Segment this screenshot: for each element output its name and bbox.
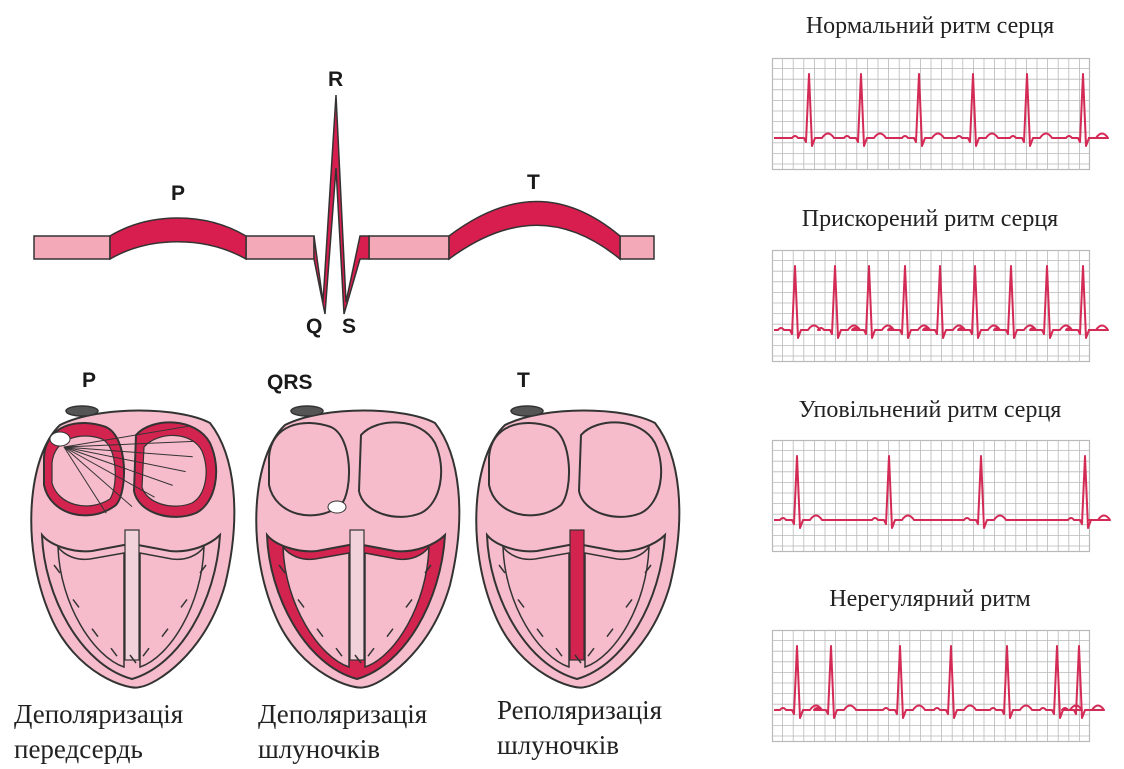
ventricular-depolarization-heart-icon xyxy=(245,395,475,695)
atrial-depolarization-heart-icon xyxy=(20,395,250,695)
t-wave-label: T xyxy=(527,172,540,193)
ecg-strip-normal xyxy=(772,58,1090,170)
ecg-strip-fast xyxy=(772,250,1090,362)
rhythm-title-slow: Уповільнений ритм серця xyxy=(736,398,1124,422)
ventricular-repolarization-heart-icon xyxy=(465,395,695,695)
heart-label-qrs: QRS xyxy=(267,372,313,393)
right-atrium xyxy=(579,422,661,517)
q-point-label: Q xyxy=(306,316,322,337)
ecg-strip-irregular xyxy=(772,630,1090,742)
aorta xyxy=(66,406,98,416)
sa-node xyxy=(50,432,70,446)
p-wave xyxy=(110,218,246,259)
aorta xyxy=(291,406,323,416)
p-wave-label: P xyxy=(171,183,185,204)
septum xyxy=(125,530,139,660)
t-wave xyxy=(449,202,620,260)
aorta xyxy=(511,406,543,416)
qrs-complex xyxy=(314,95,369,314)
ecg-strip-slow xyxy=(772,440,1090,552)
s-point-label: S xyxy=(342,316,356,337)
heart-label-t: T xyxy=(517,370,530,391)
left-atrium xyxy=(489,423,569,515)
heart-label-p: P xyxy=(82,370,96,391)
rhythm-title-normal: Нормальний ритм серця xyxy=(736,14,1124,38)
rhythm-title-irregular: Нерегулярний ритм xyxy=(736,587,1124,611)
right-atrium xyxy=(359,422,441,517)
septum xyxy=(570,530,584,660)
av-node xyxy=(328,501,346,513)
rhythm-title-fast: Прискорений ритм серця xyxy=(736,207,1124,231)
septum xyxy=(350,530,364,660)
r-peak-label: R xyxy=(328,69,343,90)
